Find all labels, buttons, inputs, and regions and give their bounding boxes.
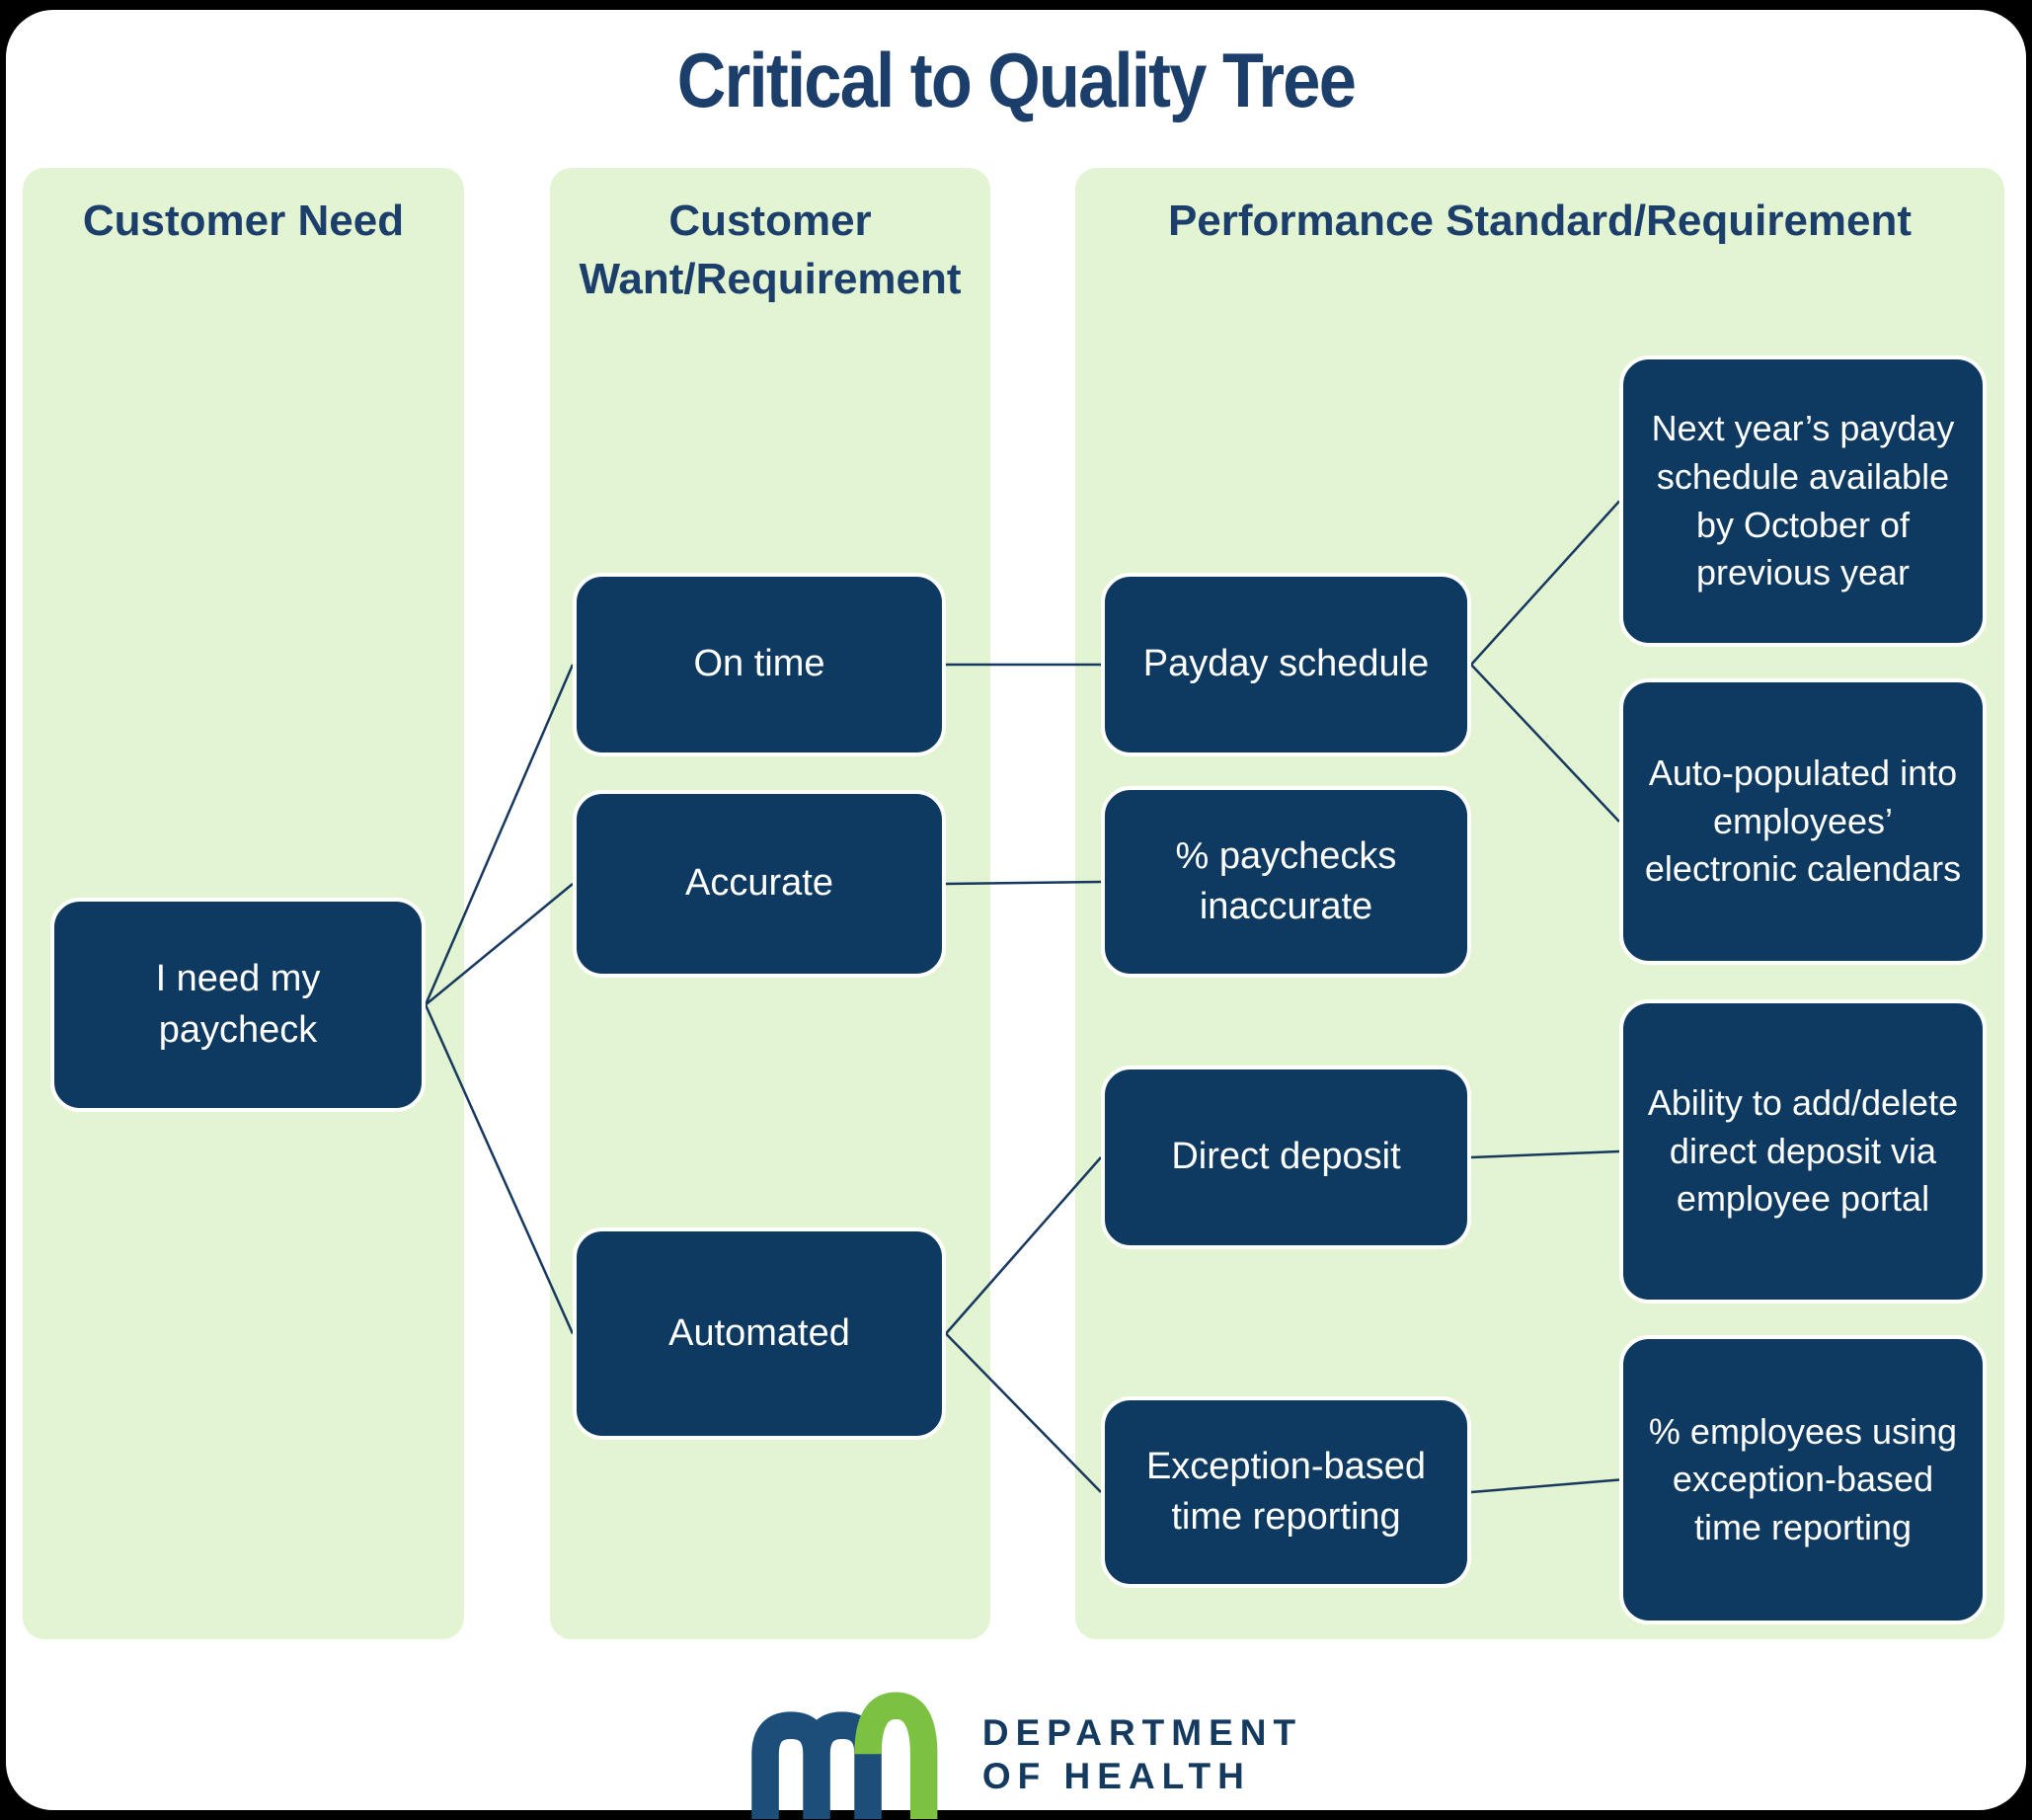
- node-accurate: Accurate: [573, 790, 946, 978]
- node-on-time: On time: [573, 573, 946, 756]
- mdh-logo: DEPARTMENT OF HEALTH: [0, 1691, 2032, 1819]
- mdh-logo-wordmark: DEPARTMENT OF HEALTH: [982, 1711, 1302, 1799]
- connector-need-to-on_time: [424, 664, 575, 1005]
- node-add-delete-direct-deposit: Ability to add/delete direct deposit via…: [1619, 999, 1987, 1304]
- connector-automated-to-direct: [945, 1156, 1102, 1335]
- connector-payday-to-r1: [1470, 500, 1620, 666]
- node-direct-deposit: Direct deposit: [1101, 1066, 1471, 1249]
- header-line-2: Want/Requirement: [579, 255, 962, 304]
- node-payday-schedule: Payday schedule: [1101, 573, 1471, 756]
- node-percent-employees-exception: % employees using exception-based time r…: [1619, 1335, 1987, 1624]
- mdh-logo-line-2: OF HEALTH: [981, 1756, 1251, 1796]
- connector-need-to-accurate: [425, 883, 574, 1006]
- node-auto-populated-calendars: Auto-populated into employees’ electroni…: [1619, 678, 1987, 965]
- connector-accurate-to-pct_pay: [945, 880, 1102, 886]
- connector-need-to-automated: [424, 1003, 575, 1335]
- page-title-text: Critical to Quality Tree: [676, 37, 1357, 123]
- connector-except-to-r4: [1470, 1478, 1620, 1494]
- column-customer-need-header: Customer Need: [82, 197, 405, 245]
- node-automated: Automated: [573, 1227, 946, 1440]
- node-percent-paychecks-inaccurate: % paychecks inaccurate: [1101, 786, 1471, 978]
- header-line-1: Customer: [668, 197, 872, 245]
- node-exception-based-time-reporting: Exception-based time reporting: [1101, 1396, 1471, 1588]
- connector-direct-to-r3: [1470, 1149, 1620, 1159]
- node-next-years-payday-schedule: Next year’s payday schedule available by…: [1619, 356, 1987, 647]
- node-i-need-my-paycheck: I need my paycheck: [50, 898, 426, 1112]
- column-performance-standard-header: Performance Standard/Requirement: [1167, 197, 1913, 245]
- mdh-logo-line-1: DEPARTMENT: [981, 1711, 1303, 1753]
- connector-payday-to-r2: [1470, 664, 1620, 823]
- mn-state-logo-icon: [751, 1692, 938, 1819]
- column-customer-want-requirement-header: Customer Want/Requirement: [550, 192, 990, 309]
- page-title: Critical to Quality Tree: [0, 36, 2032, 125]
- connector-automated-to-except: [945, 1332, 1102, 1493]
